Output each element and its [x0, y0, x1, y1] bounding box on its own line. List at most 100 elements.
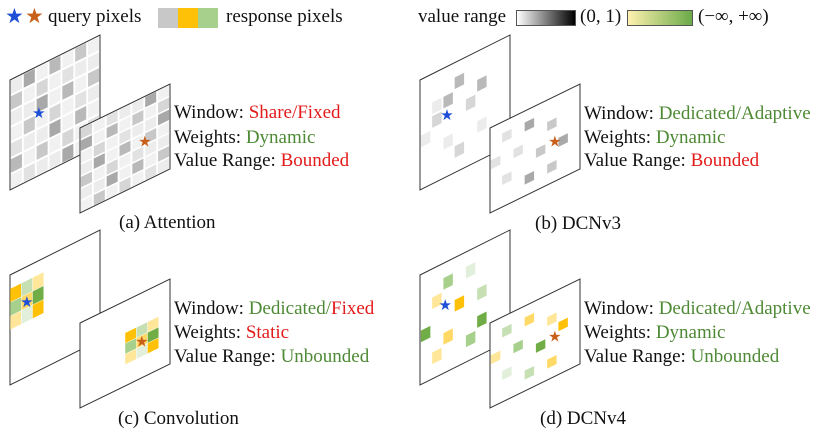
gray-response-cell: [88, 83, 100, 103]
convolution-weights-row: Weights: Static: [174, 322, 289, 344]
dcnv4-sheet-front: ★: [489, 278, 581, 409]
gray-response-cell: [145, 128, 157, 144]
color-response-cell: [10, 297, 22, 316]
query-star-orange-icon: ★: [135, 335, 148, 351]
dcnv3-caption: (b) DCNv3: [535, 213, 622, 234]
color-response-cell: [21, 291, 33, 311]
gray-response-cell: [158, 97, 170, 114]
dcnv4-range-value: Unbounded: [690, 346, 780, 367]
attention-range-row: Value Range: Bounded: [174, 150, 349, 172]
gray-response-cell: [106, 171, 118, 187]
gray-response-cell: [93, 128, 105, 145]
gray-response-cell: [23, 115, 35, 135]
color-response-cell: [136, 322, 148, 338]
color-response-cell: [136, 343, 148, 359]
gray-response-cell: [49, 87, 61, 107]
color-response-cell: [147, 316, 159, 333]
green-swatch: [198, 8, 218, 28]
attention-window-row: Window: Share/Fixed: [174, 102, 341, 124]
gray-response-cell: [145, 103, 157, 120]
color-response-cell: [32, 299, 44, 319]
gray-response-cell: [10, 137, 22, 158]
gray-response-cell: [158, 109, 170, 126]
dcnv4-range-key: Value Range:: [584, 346, 691, 367]
gray-response-cell: [62, 80, 74, 100]
color-response-cell: [125, 338, 137, 354]
color-response-cell: [513, 339, 523, 354]
gray-response-cell: [10, 153, 22, 173]
legend-range-unbounded: (−∞, +∞): [698, 6, 769, 27]
convolution-range-key: Value Range:: [174, 346, 281, 367]
gray-response-cell: [75, 58, 87, 78]
legend-response-label: response pixels: [226, 6, 343, 27]
gray-response-cell: [93, 165, 105, 182]
gray-response-cell: [23, 162, 35, 183]
gray-response-cell: [132, 146, 144, 163]
convolution-window-key: Window:: [174, 298, 249, 319]
gray-response-cell: [443, 133, 453, 150]
gray-response-cell: [454, 72, 465, 90]
gray-response-cell: [49, 150, 61, 170]
gray-response-cell: [106, 183, 118, 200]
convolution-weights-value: Static: [245, 322, 290, 343]
gray-response-cell: [93, 116, 105, 133]
dcnv3-window-row: Window: Dedicated/Adaptive: [584, 103, 811, 125]
gray-response-cell: [80, 135, 92, 151]
gray-response-cell: [88, 36, 100, 56]
color-response-cell: [125, 327, 137, 344]
convolution-weights-key: Weights:: [174, 322, 246, 343]
gray-response-cell: [62, 96, 74, 116]
convolution-window-value2: Fixed: [331, 298, 375, 319]
dcnv3-weights-row: Weights: Dynamic: [584, 127, 725, 149]
color-response-cell: [432, 292, 442, 310]
color-response-cell: [477, 284, 487, 301]
dcnv4-caption: (d) DCNv4: [540, 408, 627, 429]
gray-response-cell: [93, 141, 105, 157]
color-response-cell: [147, 337, 159, 354]
gray-response-cell: [106, 159, 118, 175]
color-response-cell: [465, 330, 476, 348]
color-response-cell: [524, 366, 535, 380]
gray-response-cell: [49, 118, 61, 138]
gray-response-cell: [145, 164, 157, 181]
attention-weights-value: Dynamic: [245, 127, 316, 148]
bounded-gradient-bar: [516, 10, 576, 26]
gray-response-cell: [93, 153, 105, 169]
gray-response-cell: [132, 110, 144, 126]
gray-response-cell: [93, 189, 105, 206]
gray-response-cell: [106, 146, 118, 163]
gray-response-cell: [75, 42, 87, 63]
color-response-cell: [125, 348, 137, 365]
convolution-window-value: Dedicated/: [248, 298, 331, 319]
color-response-cell: [477, 311, 487, 328]
color-response-cell: [10, 311, 22, 330]
gray-response-cell: [80, 183, 92, 200]
gray-response-cell: [132, 97, 144, 114]
color-response-cell: [443, 328, 453, 345]
dcnv4-range-row: Value Range: Unbounded: [584, 346, 779, 368]
query-star-orange-icon: ★: [548, 330, 561, 346]
attention-sheet-back: ★: [9, 34, 101, 191]
gray-response-cell: [547, 117, 557, 132]
gray-response-cell: [106, 122, 118, 139]
query-star-orange-icon: ★: [138, 135, 151, 151]
color-response-cell: [524, 312, 535, 327]
yellow-swatch: [178, 8, 198, 28]
dcnv3-weights-key: Weights:: [584, 127, 656, 148]
gray-response-cell: [75, 74, 87, 94]
gray-response-cell: [502, 128, 512, 143]
dcnv3-window-key: Window:: [584, 103, 659, 124]
convolution-sheet-front: ★: [79, 278, 171, 409]
dcnv4-weights-row: Weights: Dynamic: [584, 322, 725, 344]
legend-range-bounded: (0, 1): [580, 6, 622, 27]
color-response-cell: [465, 262, 476, 279]
gray-response-cell: [454, 141, 465, 158]
dcnv4-window-key: Window:: [584, 298, 659, 319]
gray-response-cell: [10, 106, 22, 126]
gray-response-cell: [119, 104, 131, 120]
query-star-orange-icon: ★: [548, 135, 561, 151]
gray-response-cell: [119, 152, 131, 169]
gray-response-cell: [62, 143, 74, 163]
